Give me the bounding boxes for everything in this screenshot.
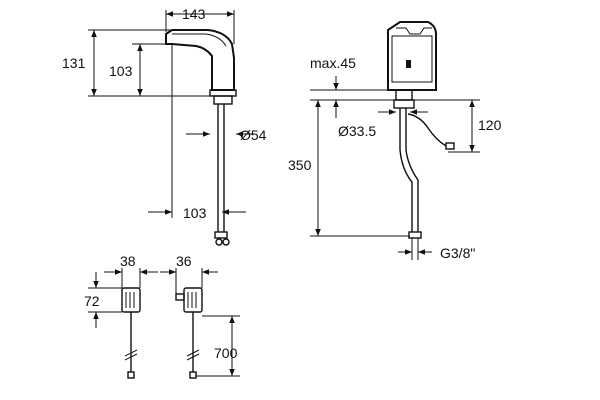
dim-103-bottom-label: 103 <box>183 205 207 221</box>
front-body <box>387 21 437 91</box>
front-pipe-right <box>405 108 419 232</box>
dim-g38-label: G3/8" <box>440 245 475 261</box>
faucet-body <box>165 29 235 91</box>
front-pipe-left <box>399 108 413 232</box>
cable <box>407 113 447 147</box>
hose-end-right <box>222 238 230 246</box>
dim-131-label: 131 <box>62 55 86 71</box>
faucet-front-view: max.45 Ø33.5 120 350 G3/8" <box>288 21 502 261</box>
dim-143-label: 143 <box>182 6 206 22</box>
faucet-side-view: 143 131 103 Ø54 103 <box>62 6 267 246</box>
front-base <box>395 89 413 101</box>
unit-b-plug <box>189 371 197 379</box>
unit-a-body <box>121 287 141 313</box>
unit-a-break-2 <box>124 353 138 361</box>
faucet-top-contour <box>172 33 227 47</box>
dim-350-label: 350 <box>288 157 312 173</box>
dim-36-label: 36 <box>176 253 192 269</box>
unit-a-plug <box>127 371 135 379</box>
power-units-view: 38 36 72 700 <box>84 253 240 379</box>
unit-b-body <box>183 287 203 313</box>
dim-max45-label: max.45 <box>310 55 356 71</box>
dim-120-label: 120 <box>478 117 502 133</box>
cable-plug <box>445 142 455 150</box>
front-nut <box>393 99 415 109</box>
unit-b-prong <box>175 293 185 301</box>
unit-b-break-1 <box>186 349 200 357</box>
unit-a-break-1 <box>124 349 138 357</box>
faucet-base-nut <box>213 95 233 105</box>
dim-54-label: Ø54 <box>240 127 267 143</box>
dim-72-label: 72 <box>84 293 100 309</box>
front-fitting <box>408 231 422 239</box>
hose-fitting <box>214 231 228 239</box>
dim-103-height-label: 103 <box>109 63 133 79</box>
hose-end-left <box>215 238 223 246</box>
dim-700-label: 700 <box>214 345 238 361</box>
sensor-window <box>406 60 411 68</box>
unit-b-break-2 <box>186 353 200 361</box>
dim-38-label: 38 <box>120 253 136 269</box>
front-panel <box>391 35 433 83</box>
front-top-detail <box>396 27 432 35</box>
dim-33-5-label: Ø33.5 <box>338 123 376 139</box>
